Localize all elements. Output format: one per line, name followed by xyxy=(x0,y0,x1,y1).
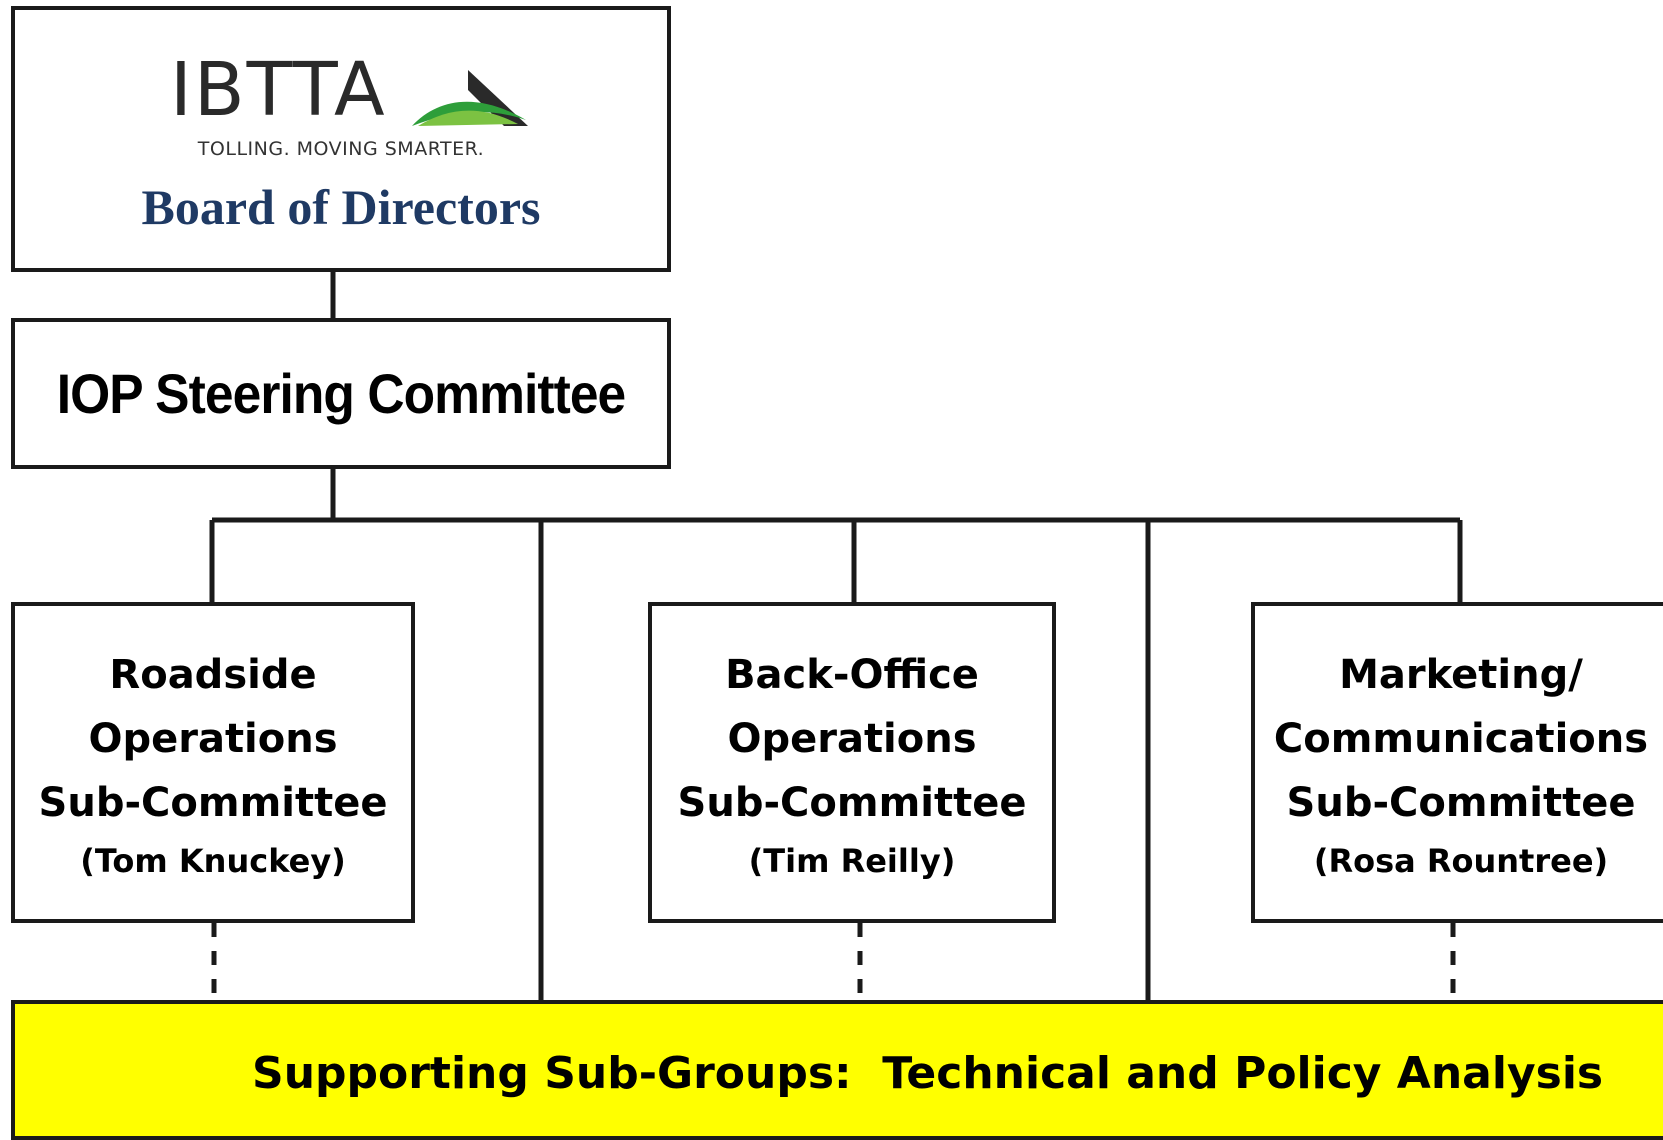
board-of-directors-box: IBTTA TOLLING. MOVING SMARTER. Board of … xyxy=(11,6,671,272)
subcommittee-line: Communications xyxy=(1273,715,1649,762)
subcommittee-roadside-box: Roadside Operations Sub-Committee (Tom K… xyxy=(11,602,415,923)
logo-swoosh-icon xyxy=(412,70,528,126)
subcommittee-marketing-box: Marketing/ Communications Sub-Committee … xyxy=(1251,602,1663,923)
logo-wordmark: IBTTA xyxy=(170,47,387,133)
subcommittee-line: Sub-Committee xyxy=(1286,779,1636,826)
steering-committee-box: IOP Steering Committee xyxy=(11,318,671,469)
steering-committee-title: IOP Steering Committee xyxy=(56,362,626,425)
subcommittee-chair: (Tom Knuckey) xyxy=(80,841,346,880)
board-title: Board of Directors xyxy=(141,179,541,235)
subcommittee-line: Operations xyxy=(88,715,338,762)
subcommittee-chair: (Tim Reilly) xyxy=(748,841,956,880)
subcommittee-line: Marketing/ xyxy=(1339,651,1583,698)
subcommittee-line: Back-Office xyxy=(725,651,979,698)
subcommittee-chair: (Rosa Rountree) xyxy=(1313,841,1609,880)
subcommittee-line: Roadside xyxy=(109,651,317,698)
supporting-subgroups-title: Supporting Sub-Groups: Technical and Pol… xyxy=(252,1048,1604,1099)
ibtta-logo: IBTTA xyxy=(170,47,528,133)
subcommittee-line: Sub-Committee xyxy=(677,779,1027,826)
subcommittee-line: Sub-Committee xyxy=(38,779,388,826)
subcommittee-backoffice-box: Back-Office Operations Sub-Committee (Ti… xyxy=(648,602,1056,923)
logo-tagline: TOLLING. MOVING SMARTER. xyxy=(197,138,485,160)
subcommittee-line: Operations xyxy=(727,715,977,762)
supporting-subgroups-bar: Supporting Sub-Groups: Technical and Pol… xyxy=(11,1000,1663,1140)
